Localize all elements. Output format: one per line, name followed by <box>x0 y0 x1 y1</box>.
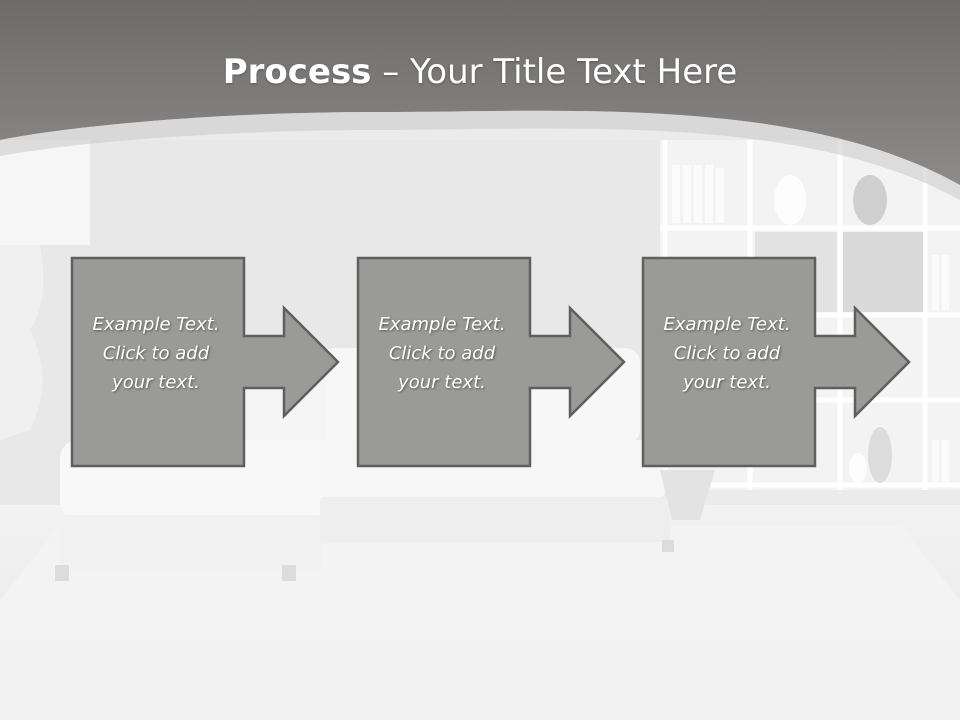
arrow-box-shape <box>70 256 340 468</box>
step-text[interactable]: Example Text. Click to add your text. <box>645 310 809 397</box>
step-text-line: Example Text. <box>92 314 220 335</box>
step-text-line: your text. <box>112 372 200 393</box>
step-text-line: your text. <box>398 372 486 393</box>
step-text-line: Example Text. <box>663 314 791 335</box>
arrow-box-shape <box>356 256 626 468</box>
arrow-box-shape <box>641 256 911 468</box>
step-text-line: Example Text. <box>378 314 506 335</box>
process-step-3[interactable]: Example Text. Click to add your text. <box>641 256 960 468</box>
title-bold: Process <box>222 52 372 92</box>
step-text[interactable]: Example Text. Click to add your text. <box>360 310 524 397</box>
step-text[interactable]: Example Text. Click to add your text. <box>74 310 238 397</box>
step-text-line: Click to add <box>673 343 781 364</box>
slide-title[interactable]: Process – Your Title Text Here <box>0 52 960 92</box>
title-rest: – Your Title Text Here <box>371 52 738 92</box>
step-text-line: Click to add <box>388 343 496 364</box>
step-text-line: Click to add <box>102 343 210 364</box>
process-step-1[interactable]: Example Text. Click to add your text. <box>70 256 430 468</box>
process-step-2[interactable]: Example Text. Click to add your text. <box>356 256 716 468</box>
step-text-line: your text. <box>683 372 771 393</box>
